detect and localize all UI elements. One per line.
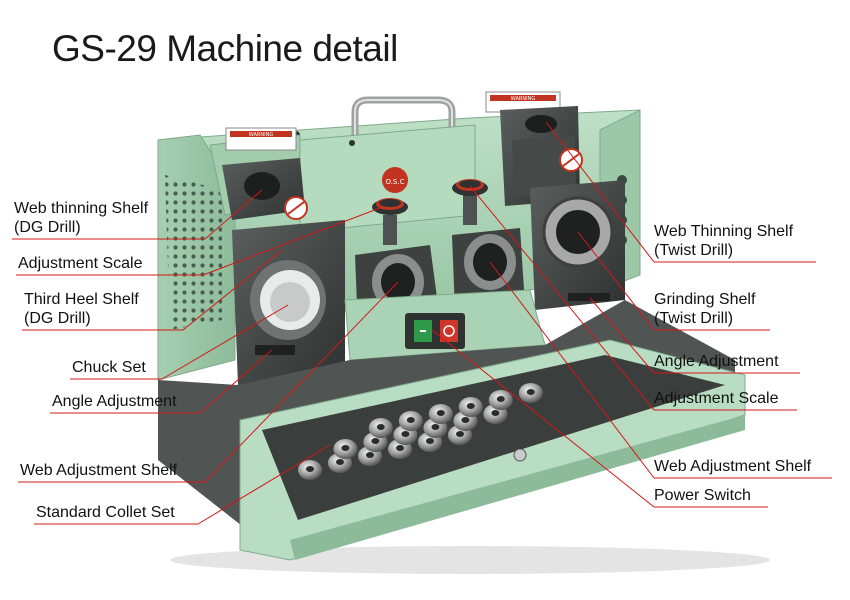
- leader-third-heel-shelf: [182, 249, 283, 331]
- label-line: Web Adjustment Shelf: [654, 458, 812, 475]
- label-adjustment-scale-left: Adjustment Scale: [18, 254, 143, 273]
- brand-badge-text: O.S.C: [385, 178, 404, 186]
- label-line: Power Switch: [654, 487, 751, 504]
- label-web-adjustment-shelf-left: Web Adjustment Shelf: [20, 461, 177, 480]
- leader-angle-adjustment-left: [199, 349, 273, 414]
- label-grinding-shelf: Grinding Shelf (Twist Drill): [654, 290, 755, 328]
- leader-web-thinning-shelf-dg: [204, 189, 263, 240]
- label-line: (Twist Drill): [654, 310, 734, 327]
- leader-power-switch: [431, 329, 655, 508]
- label-web-thinning-shelf-dg: Web thinning Shelf (DG Drill): [14, 199, 148, 237]
- label-line: Angle Adjustment: [52, 393, 177, 410]
- label-angle-adjustment-left: Angle Adjustment: [52, 392, 177, 411]
- leader-standard-collet-set: [197, 444, 331, 525]
- machine-illustration: O.S.C WARNING WARNING: [157, 91, 770, 574]
- label-angle-adjustment-right: Angle Adjustment: [654, 352, 779, 371]
- label-line: Angle Adjustment: [654, 353, 779, 370]
- warning-label-left: WARNING: [249, 132, 274, 138]
- leader-chuck-set: [161, 304, 289, 380]
- leader-web-adjustment-shelf-left: [204, 281, 399, 483]
- collet: [298, 460, 322, 480]
- collet: [398, 411, 423, 431]
- leader-grinding-shelf: [577, 231, 655, 331]
- collet: [458, 397, 483, 417]
- collet: [518, 383, 543, 403]
- label-line: Web Adjustment Shelf: [20, 462, 178, 479]
- page-title: GS-29 Machine detail: [52, 28, 398, 69]
- leader-adjustment-scale-left: [202, 207, 381, 276]
- leader-angle-adjustment-right: [589, 297, 655, 374]
- label-line: Adjustment Scale: [18, 255, 143, 272]
- label-standard-collet-set: Standard Collet Set: [36, 503, 175, 522]
- label-line: (DG Drill): [14, 219, 81, 236]
- warning-label-right: WARNING: [511, 96, 536, 102]
- collet: [333, 439, 358, 459]
- leader-web-adjustment-shelf-right: [489, 261, 655, 479]
- label-line: (DG Drill): [24, 310, 91, 327]
- collet: [368, 418, 393, 438]
- label-line: Chuck Set: [72, 359, 146, 376]
- label-line: Web thinning Shelf: [14, 200, 149, 217]
- label-adjustment-scale-right: Adjustment Scale: [654, 389, 779, 408]
- label-third-heel-shelf: Third Heel Shelf (DG Drill): [24, 290, 139, 328]
- label-line: Standard Collet Set: [36, 504, 175, 521]
- leader-web-thinning-shelf-twist: [545, 121, 655, 263]
- label-web-adjustment-shelf-right: Web Adjustment Shelf: [654, 457, 811, 476]
- label-web-thinning-shelf-twist: Web Thinning Shelf (Twist Drill): [654, 222, 793, 260]
- label-line: Web Thinning Shelf: [654, 223, 794, 240]
- collet: [428, 404, 453, 424]
- label-power-switch: Power Switch: [654, 486, 751, 505]
- label-line: Adjustment Scale: [654, 390, 779, 407]
- collet: [488, 390, 513, 410]
- leader-adjustment-scale-right: [469, 185, 655, 411]
- label-line: Grinding Shelf: [654, 291, 756, 308]
- label-line: Third Heel Shelf: [24, 291, 139, 308]
- label-line: (Twist Drill): [654, 242, 734, 259]
- label-chuck-set: Chuck Set: [72, 358, 146, 377]
